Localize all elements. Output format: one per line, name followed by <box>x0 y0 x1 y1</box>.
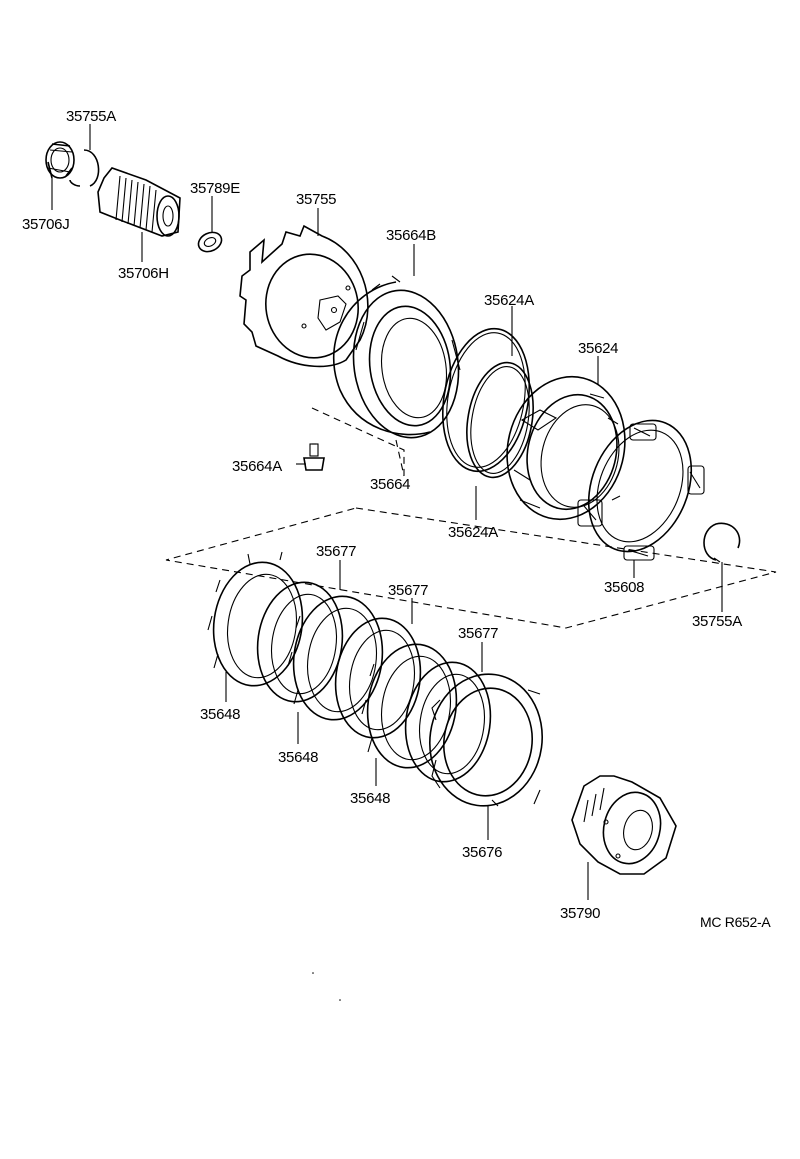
label-35755A-top: 35755A <box>66 108 116 125</box>
label-35706H: 35706H <box>118 265 169 282</box>
hub-35790 <box>571 775 677 875</box>
label-35624A-bottom: 35624A <box>448 524 498 541</box>
clutch-plate-35648-c <box>361 643 458 769</box>
label-35624: 35624 <box>578 340 618 357</box>
clutch-disc-35677-c <box>404 661 492 783</box>
shaft-35706H <box>97 167 181 237</box>
label-35664: 35664 <box>370 476 410 493</box>
label-35648-c: 35648 <box>350 790 390 807</box>
washer-35789E <box>197 231 223 253</box>
return-spring-35608 <box>577 419 705 561</box>
label-35664A: 35664A <box>232 458 282 475</box>
piston-35624 <box>506 375 626 521</box>
bolt-35664A <box>303 443 325 471</box>
part-labels: 35755A 35706J 35706H 35789E 35755 35664B… <box>22 108 772 930</box>
drum-35755 <box>239 224 369 368</box>
label-35706J: 35706J <box>22 216 69 233</box>
bearing-35706J <box>45 141 75 179</box>
scan-dot <box>339 999 341 1001</box>
snap-ring-35755A-top <box>69 149 100 187</box>
label-35664B: 35664B <box>386 227 436 244</box>
piston-35664 <box>352 289 461 439</box>
scan-dot <box>312 972 314 974</box>
snap-ring-35664B <box>332 275 431 436</box>
clutch-plate-35648-a <box>207 551 304 687</box>
label-35677-b: 35677 <box>388 582 428 599</box>
label-35755A-bottom: 35755A <box>692 613 742 630</box>
label-35790: 35790 <box>560 905 600 922</box>
snap-ring-35755A-bottom <box>703 522 741 563</box>
clutch-disc-35677-b <box>334 617 422 739</box>
figure-code: MC R652-A <box>700 914 771 930</box>
label-35608: 35608 <box>604 579 644 596</box>
label-35648-b: 35648 <box>278 749 318 766</box>
o-ring-35624A-outer <box>441 327 531 473</box>
label-35789E: 35789E <box>190 180 240 197</box>
label-35624A-top: 35624A <box>484 292 534 309</box>
label-35677-c: 35677 <box>458 625 498 642</box>
label-35755: 35755 <box>296 191 336 208</box>
label-35677-a: 35677 <box>316 543 356 560</box>
flange-35676 <box>428 673 544 807</box>
label-35676: 35676 <box>462 844 502 861</box>
label-35648-a: 35648 <box>200 706 240 723</box>
